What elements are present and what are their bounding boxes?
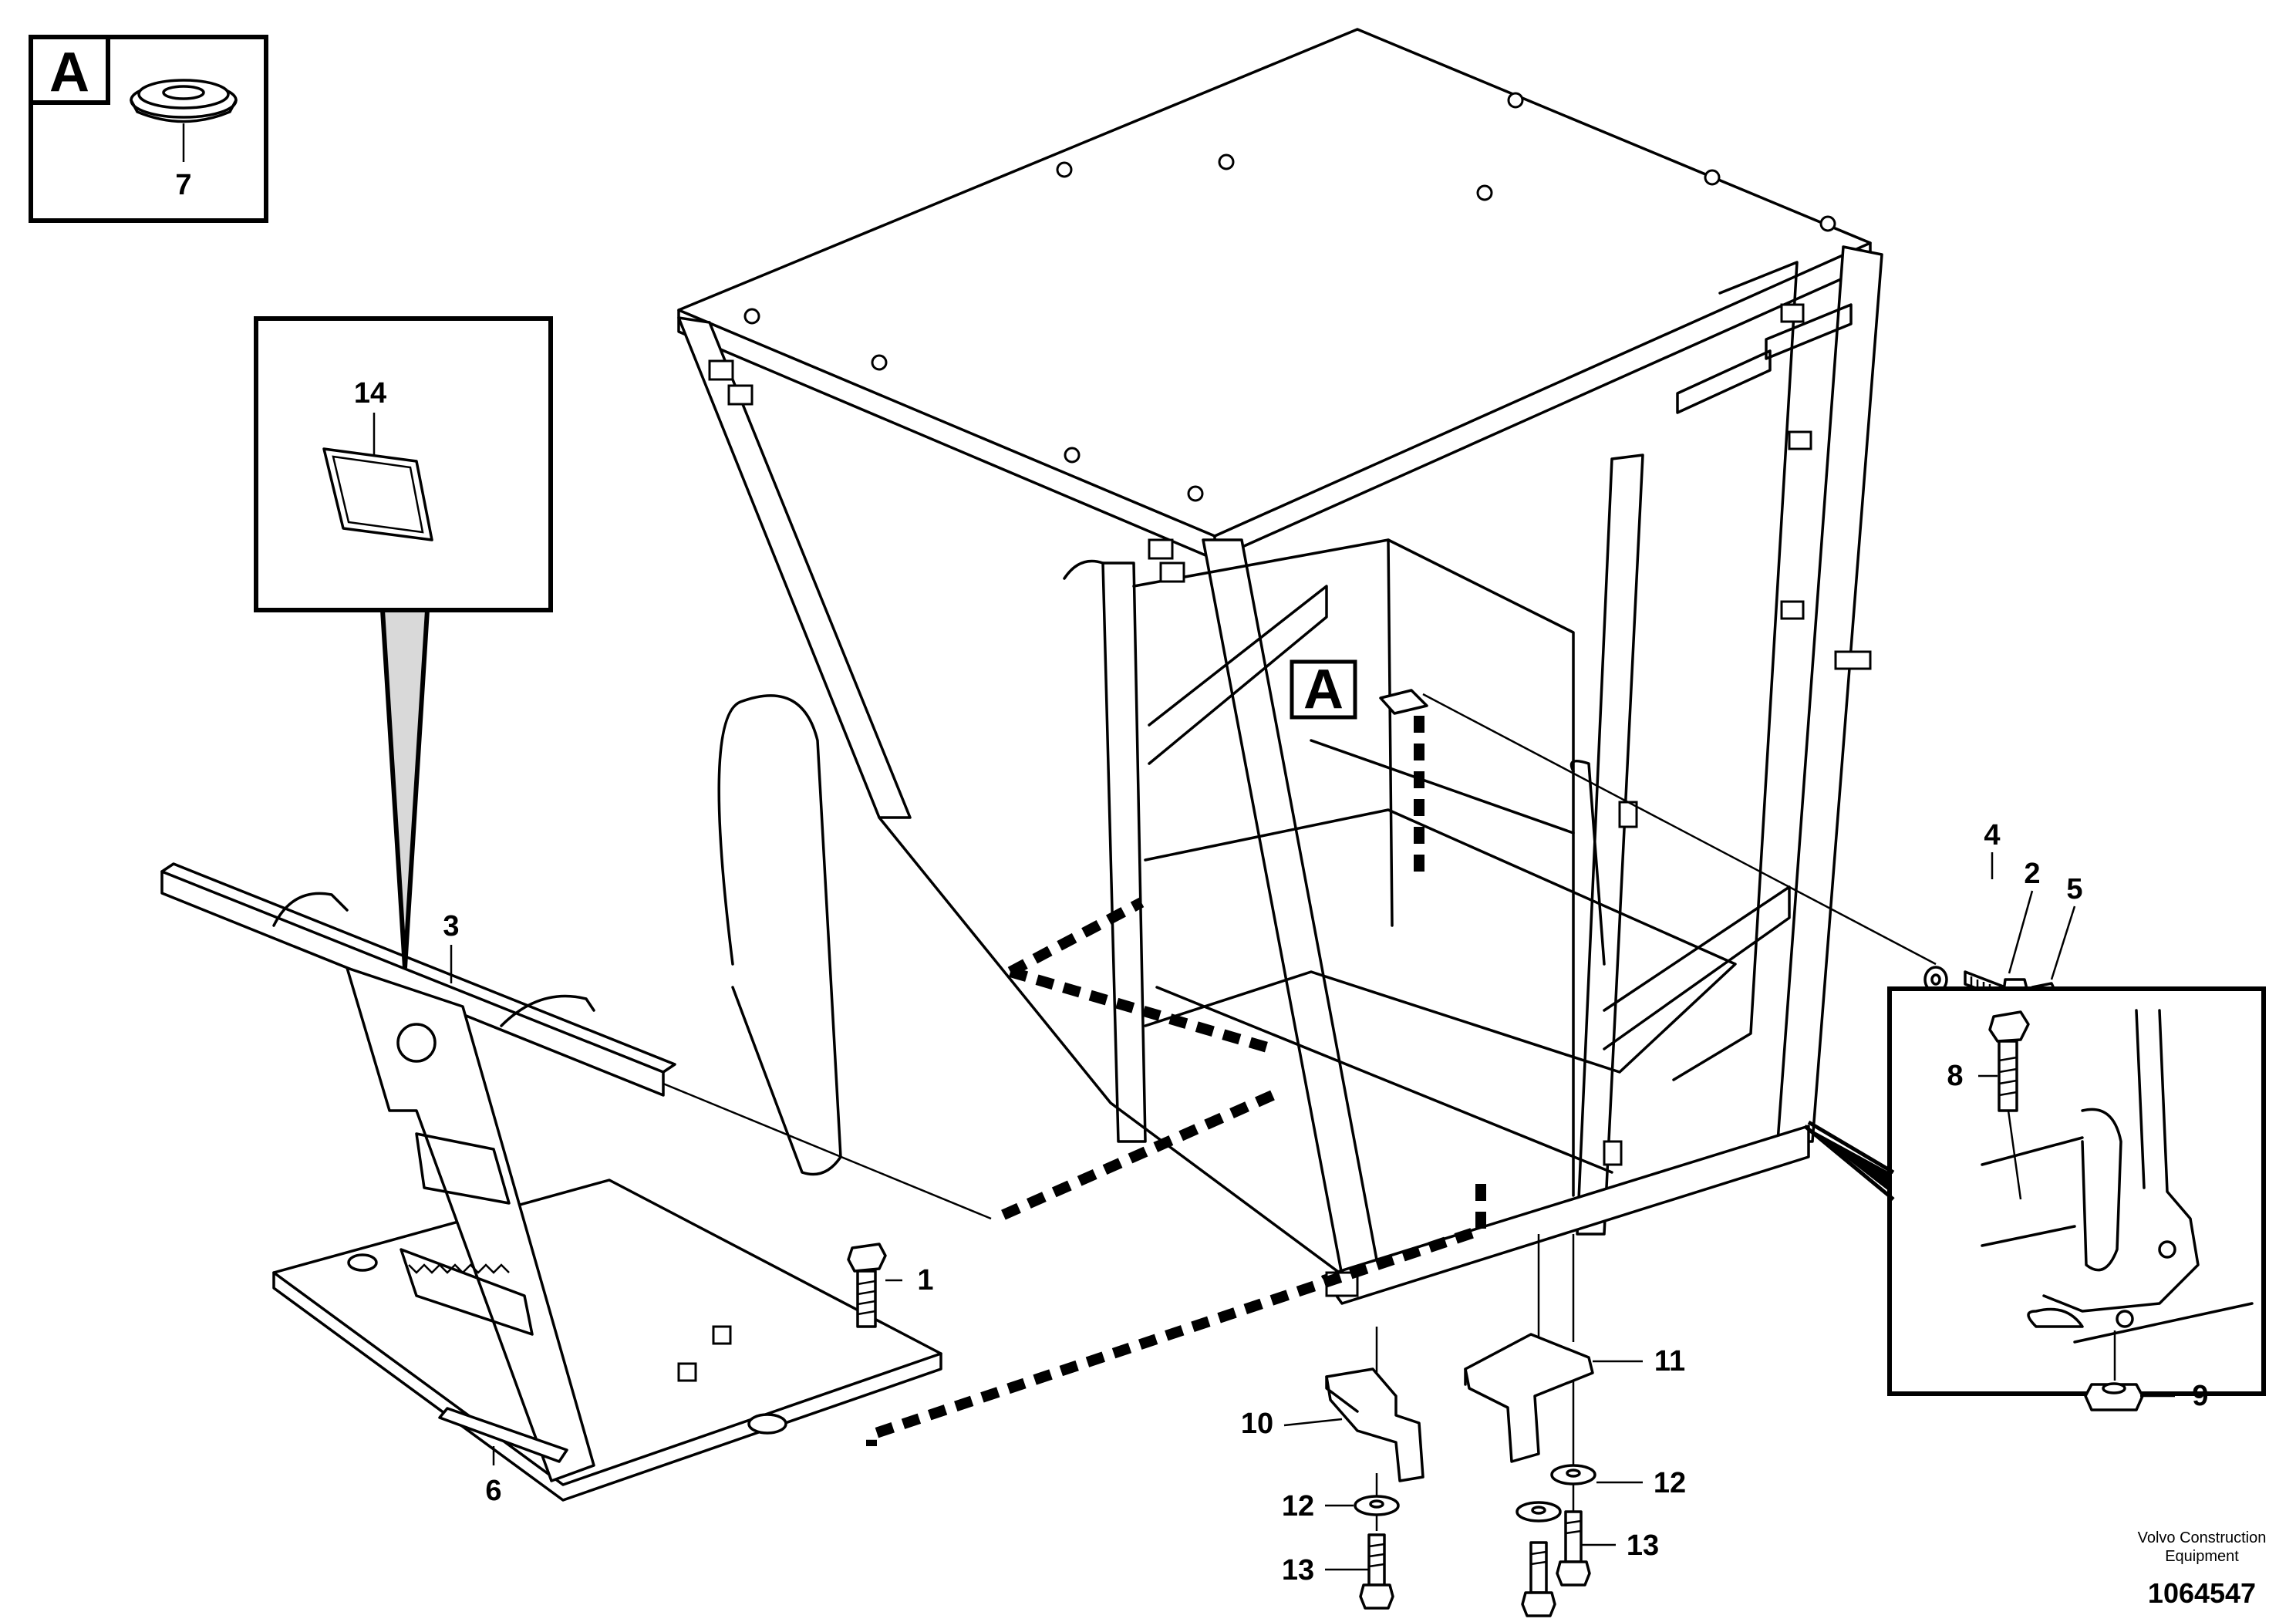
- callout-7: 7: [175, 169, 191, 201]
- detail-14-box: 14: [254, 316, 553, 969]
- cab-frame: [677, 28, 1883, 1305]
- callout-3: 3: [443, 910, 459, 943]
- callout-6: 6: [485, 1475, 501, 1507]
- callout-1: 1: [917, 1264, 933, 1297]
- callout-8: 8: [1947, 1060, 1963, 1092]
- washers-part-12: [1354, 1464, 1596, 1523]
- callout-9: 9: [2192, 1380, 2208, 1412]
- detail-a-box: A 7: [29, 35, 268, 223]
- bracket-part-10: [1325, 1367, 1424, 1482]
- callout-11: 11: [1654, 1345, 1685, 1378]
- detail-right-box: [1887, 986, 2266, 1411]
- strip-part-6: [438, 1407, 568, 1463]
- main-view-tag-a: A: [1290, 659, 1428, 720]
- main-view-tag-a-text: A: [1303, 659, 1344, 720]
- callout-10: 10: [1241, 1408, 1273, 1440]
- bracket-part-11: [1464, 1333, 1594, 1463]
- bolt-part-1: [847, 1243, 887, 1328]
- callout-13-right: 13: [1627, 1529, 1659, 1562]
- leader-lines: [663, 693, 1937, 1531]
- callout-leaders: [450, 852, 2175, 1571]
- seal-plate-icon: [322, 447, 433, 541]
- bolts-part-13: [1359, 1510, 1591, 1617]
- document-number: 1064547: [2148, 1577, 2256, 1609]
- footer: Volvo Construction Equipment 1064547: [2138, 1529, 2267, 1609]
- callout-14: 14: [354, 377, 386, 410]
- callout-2: 2: [2024, 858, 2040, 890]
- callout-5: 5: [2066, 873, 2082, 905]
- callout-numbers: 1 4 2 5 3 6 8 9 10 11 12 12 13 13: [443, 819, 2208, 1587]
- callout-12-left: 12: [1282, 1490, 1314, 1523]
- brand-line-2: Equipment: [2165, 1548, 2239, 1565]
- callout-13-left: 13: [1282, 1554, 1314, 1587]
- callout-12-right: 12: [1654, 1467, 1686, 1499]
- callout-4: 4: [1984, 819, 2000, 851]
- base-plate: [160, 862, 942, 1502]
- washer-icon: [130, 79, 238, 123]
- brand-line-1: Volvo Construction: [2138, 1529, 2267, 1546]
- detail-a-tag: A: [49, 42, 89, 103]
